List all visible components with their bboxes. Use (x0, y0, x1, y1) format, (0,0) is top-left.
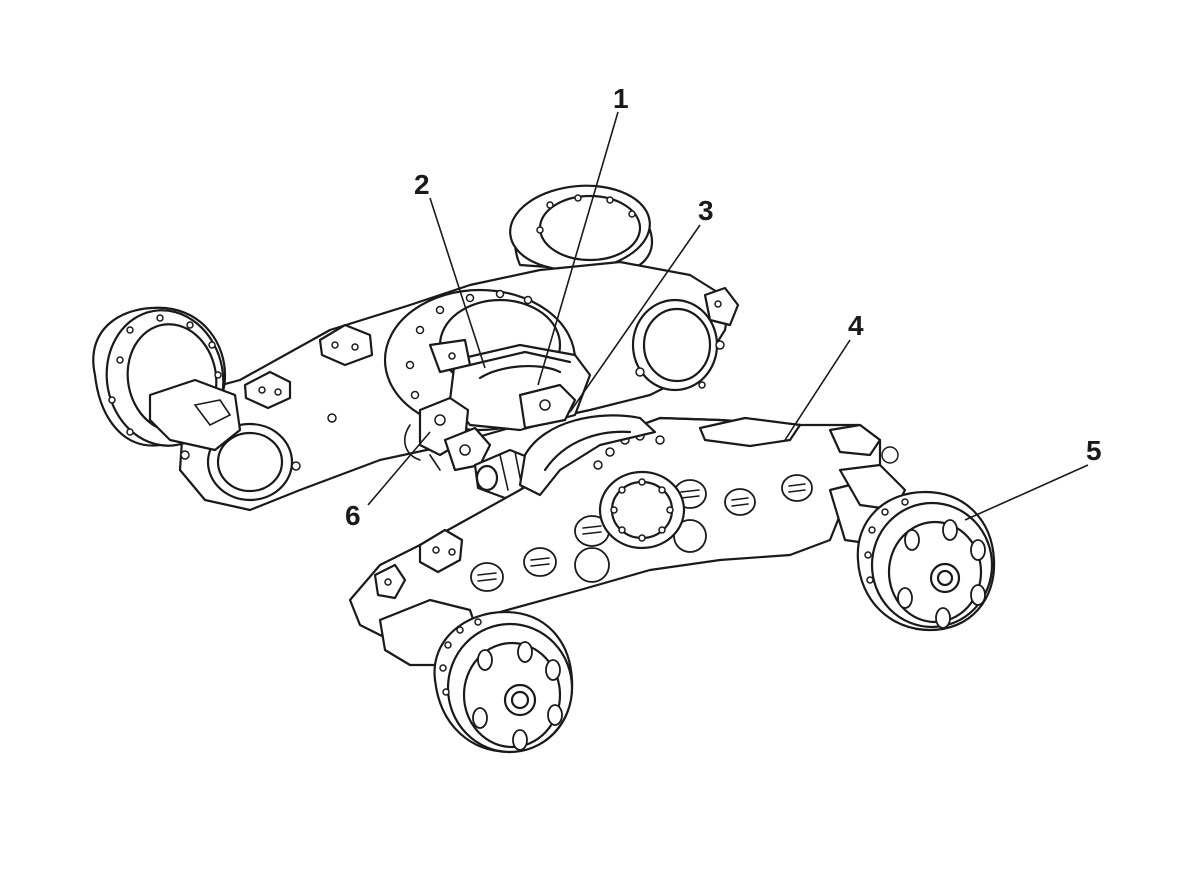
leader-line-4 (784, 339, 851, 441)
leader-line-5 (964, 464, 1089, 521)
front-right-wheel-hub (856, 490, 996, 632)
sensor-connectors (404, 396, 540, 500)
callout-6: 6 (345, 500, 361, 531)
rear-left-wheel-hub (92, 306, 242, 452)
leader-line-2 (429, 197, 486, 369)
leader-line-6 (367, 431, 431, 506)
front-left-wheel-hub (433, 610, 574, 754)
leader-lines (367, 111, 1089, 521)
front-pivot-flange (598, 470, 686, 550)
callout-1: 1 (613, 83, 629, 114)
front-bogie-assembly (348, 414, 996, 754)
rear-bogie-assembly (92, 184, 740, 512)
leader-line-3 (569, 224, 701, 413)
callout-3: 3 (698, 195, 714, 226)
callout-4: 4 (848, 310, 864, 341)
leader-line-1 (537, 111, 619, 386)
callout-labels: 1 2 3 4 5 6 (345, 83, 1102, 531)
rear-top-wheel-hub (509, 184, 653, 274)
beam-lightening-holes (470, 474, 813, 592)
callout-5: 5 (1086, 435, 1102, 466)
callout-2: 2 (414, 169, 430, 200)
